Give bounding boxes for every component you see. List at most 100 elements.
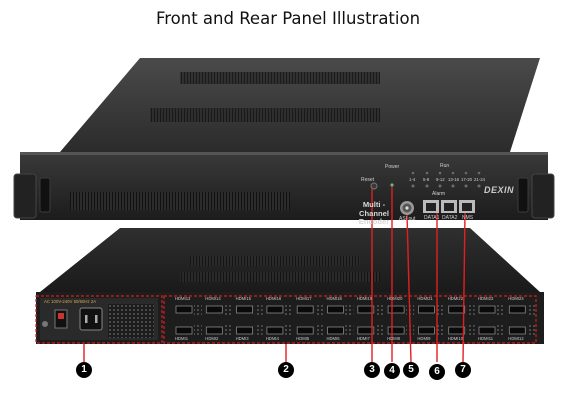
nms-label: NMS: [462, 215, 474, 221]
hdmi-ports: [175, 304, 536, 336]
hdmi-vent: [284, 304, 293, 315]
hdmi-port-label: HDMI5: [296, 336, 310, 341]
hdmi-vent: [436, 304, 445, 315]
led-group-label: 9-12: [436, 177, 445, 182]
bottom-lid-vent-2: [180, 272, 380, 282]
hdmi-port-label: HDMI20: [387, 296, 403, 301]
power-spec-label: AC 100V-240V 50/60Hz 2A: [44, 299, 97, 304]
hdmi-port: [508, 305, 526, 314]
hdmi-vent: [315, 304, 324, 315]
rack-ear-right: [531, 173, 555, 219]
product-name: Multi - Channel Encoder: [350, 200, 398, 227]
hdmi-port: [175, 305, 193, 314]
rack-ear-handle-right: [517, 177, 529, 213]
led-group-label: 13-16: [448, 177, 459, 182]
hdmi-port: [175, 326, 193, 335]
callout-lines: [83, 187, 466, 363]
led-group-label: 17-20: [461, 177, 472, 182]
hdmi-vent: [254, 325, 263, 336]
hdmi-port: [296, 305, 314, 314]
power-led: [390, 183, 394, 187]
hdmi-port-label: HDMI15: [235, 296, 251, 301]
hdmi-port-label: HDMI9: [417, 336, 431, 341]
hdmi-port-label: HDMI1: [175, 336, 189, 341]
hdmi-port: [296, 326, 314, 335]
alarm-label: Alarm: [432, 191, 446, 197]
hdmi-vent: [466, 304, 475, 315]
hdmi-vent: [497, 304, 505, 315]
power-vent: [108, 304, 154, 338]
product-name-line-1: Multi - Channel: [359, 200, 389, 218]
hdmi-port-label: HDMI22: [447, 296, 464, 301]
hdmi-port: [357, 326, 375, 335]
callout-3: 3: [364, 362, 380, 378]
hdmi-vent: [375, 304, 384, 315]
hdmi-vent: [466, 325, 475, 336]
rj45-ports: [423, 200, 475, 213]
hdmi-port: [387, 305, 405, 314]
callout-6: 6: [429, 364, 445, 380]
callout-1: 1: [76, 362, 92, 378]
hdmi-port: [448, 326, 466, 335]
callout-5: 5: [403, 362, 419, 378]
lid-vent-2: [150, 108, 380, 122]
hdmi-port-label: HDMI18: [326, 296, 342, 301]
lid-vent-1: [180, 72, 380, 84]
led-group-label: 21-24: [474, 177, 485, 182]
hdmi-vent: [194, 325, 202, 336]
hdmi-port-label: HDMI14: [205, 296, 221, 301]
hdmi-vent: [497, 325, 505, 336]
callout-7: 7: [455, 362, 471, 378]
hdmi-vent: [254, 304, 263, 315]
hdmi-port-label: HDMI23: [478, 296, 494, 301]
data1-label: DATA1: [424, 215, 440, 221]
run-label: Run: [440, 163, 450, 169]
front-vents: [70, 192, 290, 210]
bottom-lid-vent-1: [190, 256, 360, 266]
hdmi-port-label: HDMI6: [326, 336, 340, 341]
hdmi-port: [508, 326, 526, 335]
brand-logo: DEXIN: [484, 185, 515, 195]
hdmi-port: [236, 305, 254, 314]
hdmi-vent: [224, 325, 233, 336]
hdmi-dashed-box: [163, 295, 537, 344]
hdmi-port: [417, 305, 435, 314]
power-label: Power: [385, 164, 400, 170]
hdmi-port-label: HDMI11: [478, 336, 494, 341]
hdmi-vent: [527, 325, 536, 336]
power-dashed-box: [35, 295, 163, 344]
page-title: Front and Rear Panel Illustration: [155, 9, 421, 28]
hdmi-vent: [527, 304, 536, 315]
hdmi-vent: [284, 325, 293, 336]
ground-screw: [42, 321, 48, 327]
hdmi-port-label: HDMI4: [265, 336, 279, 341]
hdmi-vent: [345, 304, 354, 315]
hdmi-port-label: HDMI19: [356, 296, 373, 301]
hdmi-port: [478, 305, 496, 314]
hdmi-port: [236, 326, 254, 335]
rack-ear-left: [13, 173, 37, 219]
hdmi-vent: [345, 325, 354, 336]
hdmi-port: [266, 305, 284, 314]
ac-socket: [79, 307, 103, 331]
hdmi-port: [205, 326, 223, 335]
led-group-label: 1-4: [409, 177, 416, 182]
asi-out-label: ASI out: [399, 216, 416, 222]
hdmi-port: [205, 305, 223, 314]
hdmi-port: [327, 326, 344, 335]
bottom-unit: [35, 228, 544, 344]
callout-4: 4: [384, 363, 400, 379]
rack-ear-handle-left: [39, 177, 51, 213]
hdmi-port-label: HDMI12: [508, 336, 524, 341]
hdmi-port: [448, 305, 466, 314]
asi-out-connector: [400, 201, 414, 215]
front-panel-edge: [20, 152, 548, 155]
hdmi-port: [478, 326, 496, 335]
hdmi-port-label: HDMI8: [387, 336, 401, 341]
led-group-label: 5-8: [423, 177, 430, 182]
callout-2: 2: [278, 362, 294, 378]
hdmi-port-label: HDMI16: [265, 296, 282, 301]
hdmi-port-label: HDMI17: [296, 296, 312, 301]
hdmi-port-label: HDMI7: [356, 336, 370, 341]
